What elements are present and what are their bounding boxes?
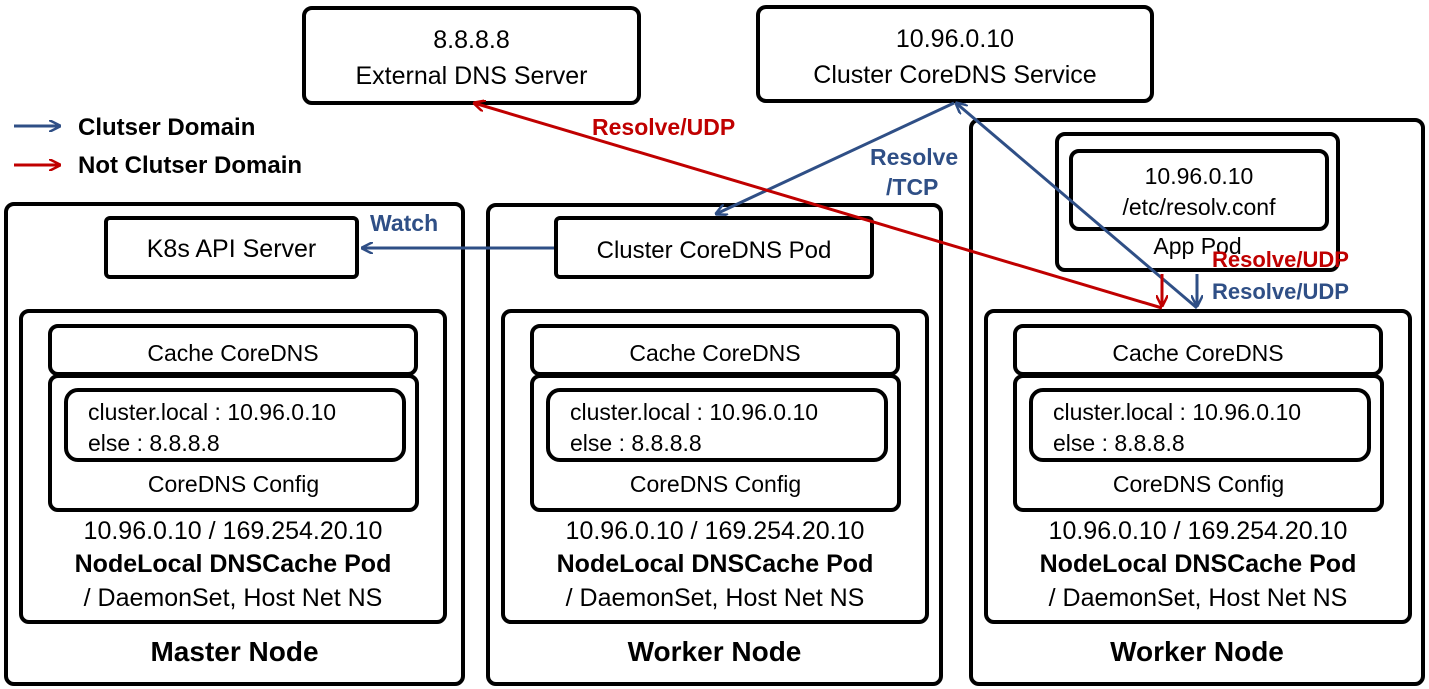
legend-not-cluster-domain: Not Clutser Domain <box>78 152 303 179</box>
coredns-config-label: CoreDNS Config <box>147 471 320 497</box>
worker-node-2-label: Worker Node <box>1110 636 1284 667</box>
config-line-cluster: cluster.local : 10.96.0.10 <box>570 399 819 425</box>
k8s-api-server: K8s API Server <box>104 216 359 279</box>
cache-coredns-label: Cache CoreDNS <box>147 340 319 366</box>
nodelocal-dnscache-pod-worker-2: Cache CoreDNS cluster.local : 10.96.0.10… <box>984 309 1412 624</box>
coredns-config: cluster.local : 10.96.0.10 else : 8.8.8.… <box>1013 374 1384 512</box>
coredns-config-label: CoreDNS Config <box>629 471 802 497</box>
cluster-coredns-pod: Cluster CoreDNS Pod <box>554 216 874 279</box>
resolve-udp-blue-label: Resolve/UDP <box>1212 279 1349 304</box>
nodelocal-pod-type: / DaemonSet, Host Net NS <box>1048 584 1348 612</box>
config-line-else: else : 8.8.8.8 <box>88 430 220 456</box>
coredns-config: cluster.local : 10.96.0.10 else : 8.8.8.… <box>48 374 419 512</box>
resolve-udp-external-label: Resolve/UDP <box>592 114 736 140</box>
worker-node-1-label: Worker Node <box>627 636 802 667</box>
coredns-config: cluster.local : 10.96.0.10 else : 8.8.8.… <box>530 374 901 512</box>
coredns-pod-label: Cluster CoreDNS Pod <box>596 237 832 264</box>
legend-cluster-domain: Clutser Domain <box>78 114 256 141</box>
cache-coredns: Cache CoreDNS <box>48 324 418 376</box>
cache-coredns-label: Cache CoreDNS <box>1112 340 1284 366</box>
config-rules: cluster.local : 10.96.0.10 else : 8.8.8.… <box>64 388 406 462</box>
cluster-coredns-service: 10.96.0.10 Cluster CoreDNS Service <box>756 5 1154 103</box>
resolve-tcp-label-1: Resolve <box>870 144 959 170</box>
cluster-service-label: Cluster CoreDNS Service <box>813 61 1097 89</box>
nodelocal-ips: 10.96.0.10 / 169.254.20.10 <box>83 517 383 545</box>
config-rules: cluster.local : 10.96.0.10 else : 8.8.8.… <box>1029 388 1371 462</box>
nodelocal-ips: 10.96.0.10 / 169.254.20.10 <box>565 517 865 545</box>
nodelocal-pod-type: / DaemonSet, Host Net NS <box>565 584 865 612</box>
cache-coredns-label: Cache CoreDNS <box>629 340 801 366</box>
external-dns-server: 8.8.8.8 External DNS Server <box>302 6 641 105</box>
resolv-conf-ip: 10.96.0.10 <box>1144 163 1254 189</box>
resolve-tcp-label-2: /TCP <box>886 174 939 200</box>
master-node-label: Master Node <box>150 636 319 667</box>
resolve-udp-red-label: Resolve/UDP <box>1212 247 1349 272</box>
config-rules: cluster.local : 10.96.0.10 else : 8.8.8.… <box>546 388 888 462</box>
nodelocal-dnscache-pod-master: Cache CoreDNS cluster.local : 10.96.0.10… <box>19 309 447 624</box>
nodelocal-ips: 10.96.0.10 / 169.254.20.10 <box>1048 517 1348 545</box>
resolv-conf-file: /etc/resolv.conf <box>1122 194 1276 220</box>
cache-coredns: Cache CoreDNS <box>530 324 900 376</box>
external-dns-label: External DNS Server <box>355 62 588 90</box>
nodelocal-pod-name: NodeLocal DNSCache Pod <box>1039 550 1357 578</box>
nodelocal-dnscache-pod-worker-1: Cache CoreDNS cluster.local : 10.96.0.10… <box>501 309 929 624</box>
config-line-cluster: cluster.local : 10.96.0.10 <box>1053 399 1302 425</box>
nodelocal-pod-name: NodeLocal DNSCache Pod <box>74 550 392 578</box>
nodelocal-pod-type: / DaemonSet, Host Net NS <box>83 584 383 612</box>
cache-coredns: Cache CoreDNS <box>1013 324 1383 376</box>
config-line-else: else : 8.8.8.8 <box>1053 430 1185 456</box>
coredns-config-label: CoreDNS Config <box>1112 471 1285 497</box>
nodelocal-pod-name: NodeLocal DNSCache Pod <box>556 550 874 578</box>
cluster-service-ip: 10.96.0.10 <box>895 25 1015 53</box>
config-line-cluster: cluster.local : 10.96.0.10 <box>88 399 337 425</box>
resolv-conf: 10.96.0.10 /etc/resolv.conf <box>1069 149 1329 231</box>
external-dns-ip: 8.8.8.8 <box>433 26 510 54</box>
watch-label: Watch <box>370 210 439 236</box>
api-server-label: K8s API Server <box>146 235 317 263</box>
config-line-else: else : 8.8.8.8 <box>570 430 702 456</box>
